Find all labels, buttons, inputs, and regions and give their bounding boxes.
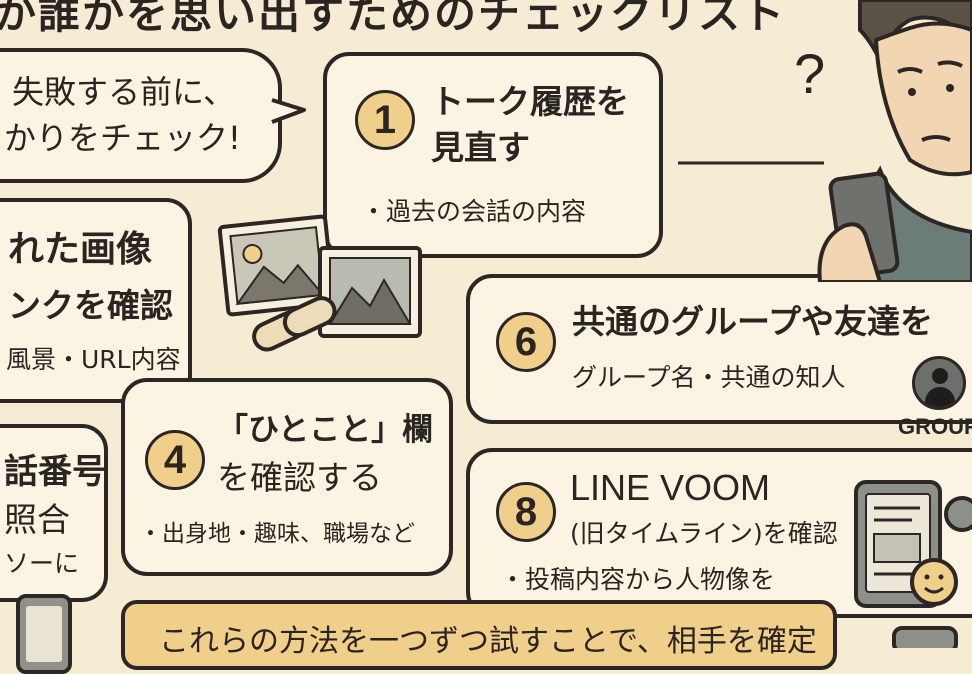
group-label: GROUP (898, 414, 972, 439)
step-number-badge: 6 (496, 312, 556, 372)
page-title: か誰かを思い出すためのチェックリスト (0, 0, 787, 38)
footer-banner: これらの方法を一つずつ試すことで、相手を確定 (121, 600, 837, 670)
thinking-man-illustration (817, 0, 972, 282)
bubble-line-1: 失敗する前に、 (12, 73, 236, 111)
step-heading-line-1: トーク履歴を (431, 82, 629, 121)
group-avatar-icon (912, 356, 966, 410)
photo-link-illustration (217, 214, 422, 352)
step-card-6: 6 共通のグループや友達を グループ名・共通の知人 (466, 274, 972, 424)
step-detail: ソーに (4, 549, 80, 578)
step-number-badge: 8 (496, 482, 556, 542)
step-heading-line-2: を確認する (217, 458, 382, 497)
step-card-2: れた画像 ンクを確認 風景・URL内容 (0, 198, 192, 403)
step-detail: ・出身地・趣味、職場など (139, 521, 415, 547)
connector-line (678, 161, 824, 165)
timeline-phone-illustration (854, 480, 972, 648)
step-heading-line-2: 照合 (4, 500, 70, 539)
question-mark-icon: ? (794, 42, 826, 105)
step-card-4: 4 「ひとこと」欄 を確認する ・出身地・趣味、職場など (121, 378, 453, 576)
bubble-line-2: かりをチェック! (4, 119, 241, 157)
step-heading-line-1: 共通のグループや友達を (572, 302, 934, 341)
phone-icon (16, 594, 72, 674)
step-detail: グループ名・共通の知人 (572, 363, 846, 392)
step-heading-line-1: れた画像 (8, 229, 153, 270)
step-card-1: 1 トーク履歴を 見直す ・過去の会話の内容 (323, 52, 663, 258)
bubble-tail (271, 98, 306, 124)
step-heading-line-2: 見直す (431, 128, 530, 167)
speech-bubble: 失敗する前に、 かりをチェック! (0, 48, 282, 183)
step-number-badge: 1 (355, 90, 415, 150)
step-heading-line-2: (旧タイムライン)を確認 (570, 519, 838, 548)
footer-text: これらの方法を一つずつ試すことで、相手を確定 (159, 624, 817, 659)
step-card-phone: 話番号 照合 ソーに (0, 424, 108, 602)
step-detail: ・過去の会話の内容 (361, 197, 587, 226)
step-detail: 風景・URL内容 (6, 345, 181, 374)
step-heading-line-1: 話番号 (4, 452, 106, 492)
step-heading-line-1: 「ひとこと」欄 (217, 412, 434, 448)
step-number-badge: 4 (145, 430, 205, 490)
step-heading-line-1: LINE VOOM (570, 467, 771, 508)
step-heading-line-2: ンクを確認 (8, 286, 173, 325)
step-detail: ・投稿内容から人物像を (500, 565, 776, 594)
